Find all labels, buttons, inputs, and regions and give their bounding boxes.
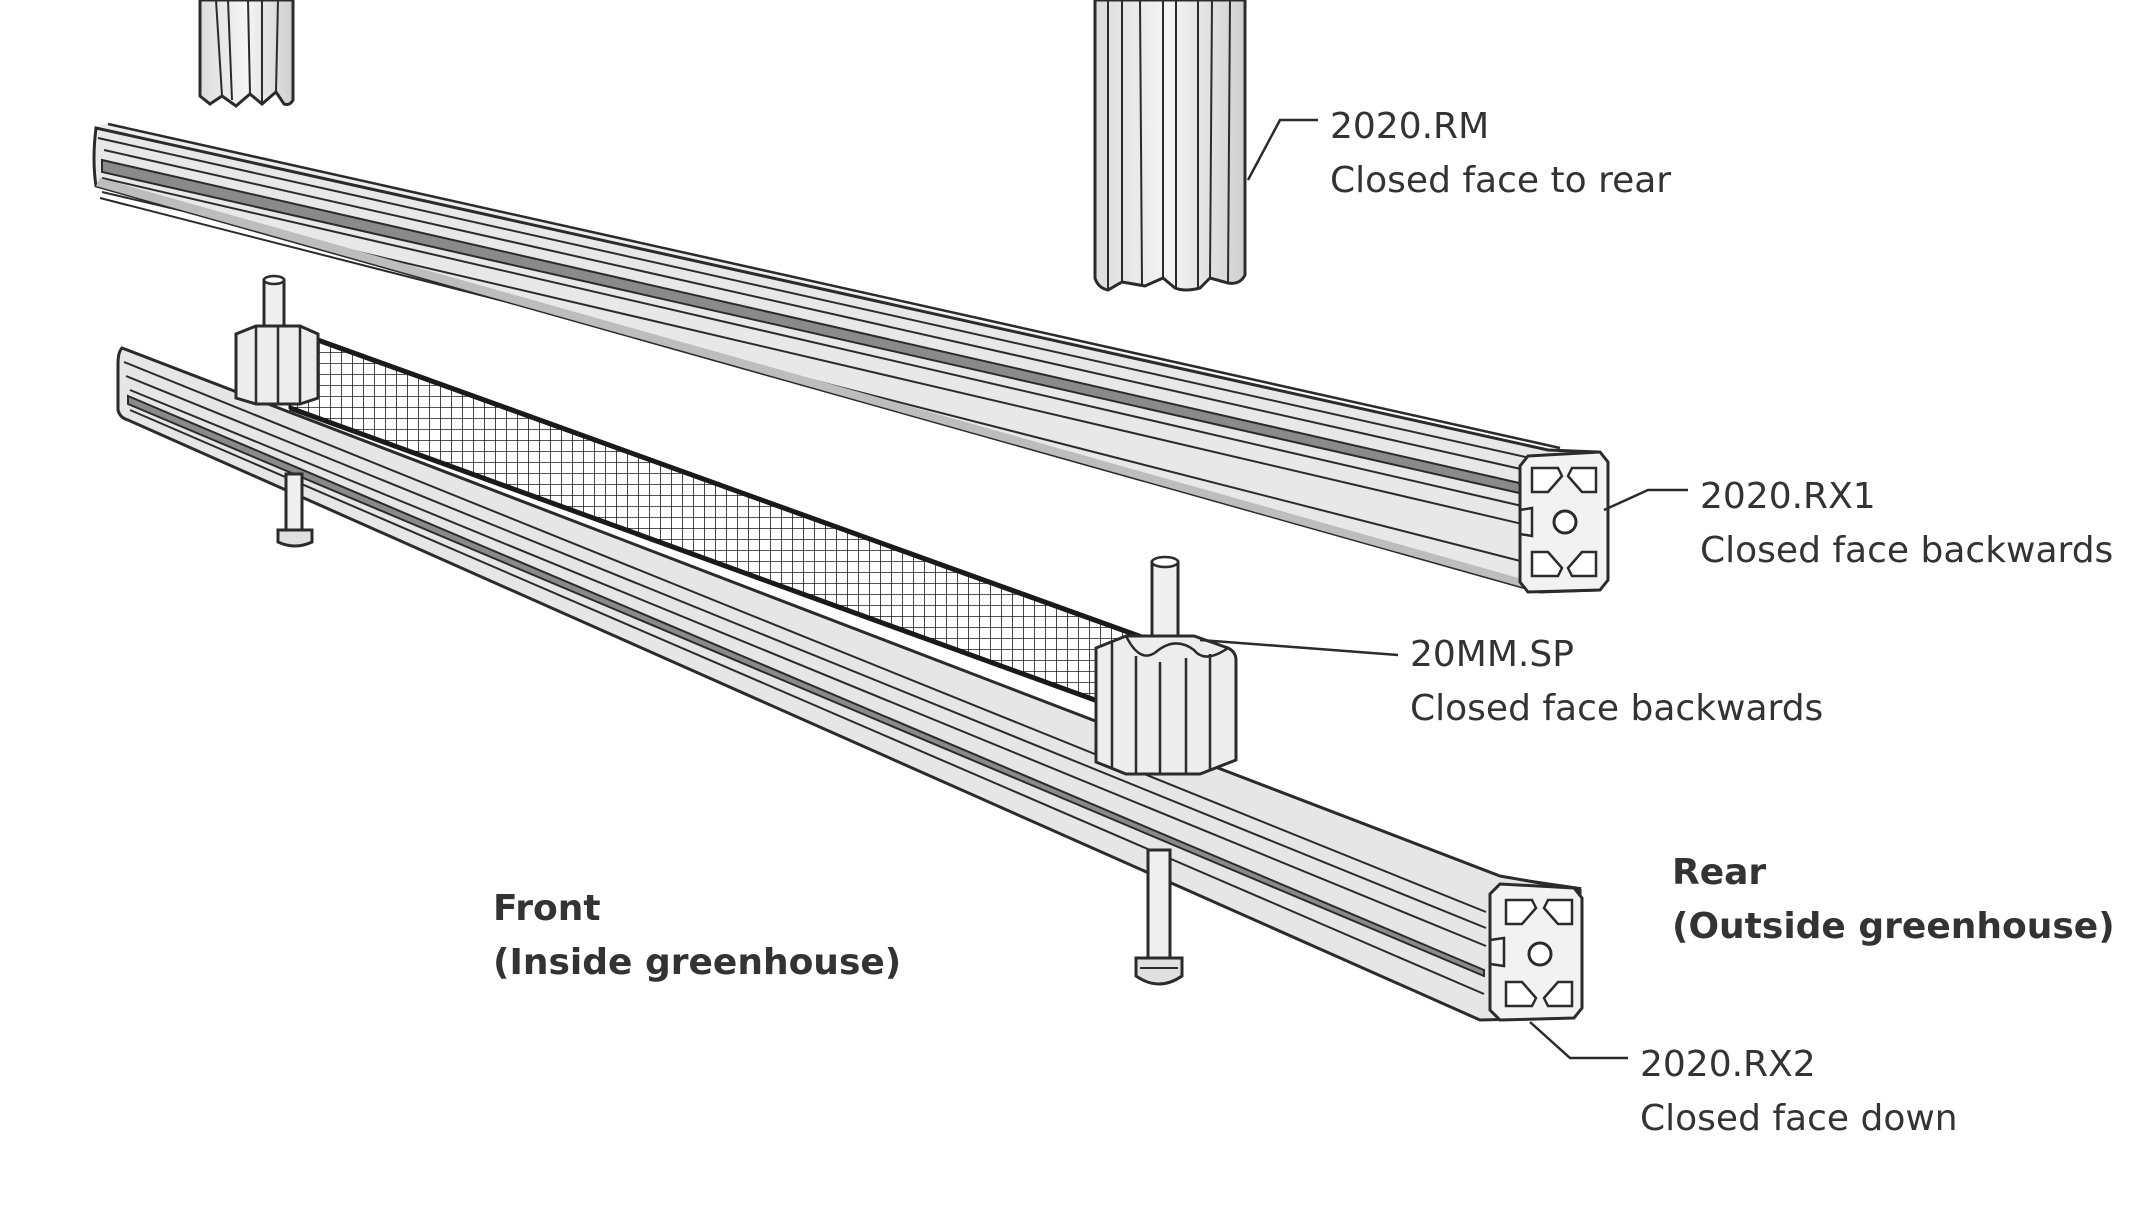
rx2-end-profile: [1488, 882, 1584, 1022]
rx1-upper-rail: [92, 122, 1610, 594]
label-rear: Rear (Outside greenhouse): [1672, 846, 2115, 954]
rx2-lower-rail: [116, 346, 1584, 1022]
rm-vertical-post: [1093, 0, 1247, 292]
label-rear-line1: Rear: [1672, 852, 1767, 893]
label-front-line2: (Inside greenhouse): [493, 942, 902, 983]
leader-rm: [1246, 118, 1318, 181]
label-2020-rm-note: Closed face to rear: [1330, 160, 1672, 201]
label-20mm-sp-part: 20MM.SP: [1410, 634, 1574, 675]
label-front: Front (Inside greenhouse): [493, 882, 901, 990]
label-2020-rx2-part: 2020.RX2: [1640, 1044, 1816, 1085]
label-rear-line2: (Outside greenhouse): [1672, 906, 2115, 947]
label-2020-rx2-note: Closed face down: [1640, 1098, 1958, 1139]
label-20mm-sp: 20MM.SP Closed face backwards: [1410, 628, 1823, 736]
leader-rx2: [1529, 1021, 1628, 1060]
label-2020-rx2: 2020.RX2 Closed face down: [1640, 1038, 1958, 1146]
label-2020-rm: 2020.RM Closed face to rear: [1330, 100, 1671, 208]
leader-rx1: [1603, 488, 1688, 512]
label-2020-rm-part: 2020.RM: [1330, 106, 1490, 147]
upper-left-post-fragment: [198, 0, 295, 108]
label-20mm-sp-note: Closed face backwards: [1410, 688, 1824, 729]
left-spacer-assembly: [234, 274, 320, 548]
label-2020-rx1-note: Closed face backwards: [1700, 530, 2114, 571]
leader-sp: [1199, 638, 1399, 657]
rx1-end-profile: [1518, 450, 1610, 594]
sp-spacer-assembly: [1094, 555, 1238, 986]
label-2020-rx1-part: 2020.RX1: [1700, 476, 1876, 517]
label-front-line1: Front: [493, 888, 601, 929]
label-2020-rx1: 2020.RX1 Closed face backwards: [1700, 470, 2113, 578]
leader-lines: [1199, 118, 1688, 1060]
